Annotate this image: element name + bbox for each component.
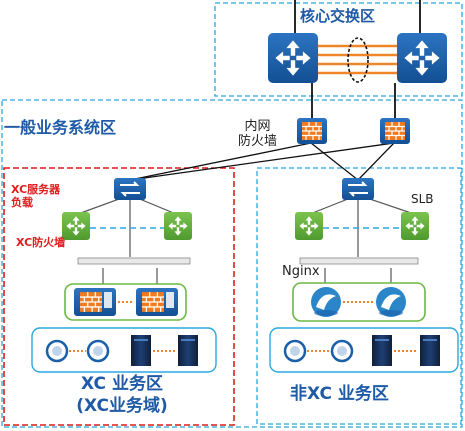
- server-rack-icon: [372, 335, 392, 366]
- xc-server-lb-switch-icon: [114, 178, 146, 200]
- non-xc-switch-icon: [342, 178, 374, 200]
- general-zone-frame: [1, 99, 463, 428]
- non-xc-zone-frame: [256, 167, 462, 425]
- core-zone-title: 核心交换区: [300, 7, 376, 25]
- link-aggregation-ring: [347, 37, 369, 83]
- xc-server-lb-label: XC服务器 负载: [11, 183, 61, 209]
- general-zone-title: 一般业务系统区: [4, 118, 117, 137]
- database-icon: [86, 339, 110, 363]
- nginx-server-right-icon: [376, 287, 406, 317]
- internal-firewall-label: 内网 防火墙: [238, 119, 278, 149]
- server-rack-icon: [178, 335, 198, 366]
- non-xc-zone-title: 非XC 业务区: [290, 384, 389, 404]
- xc-firewall-right-icon: [136, 288, 178, 316]
- core-zone-frame: [214, 2, 463, 97]
- non-xc-distribution-bar: [299, 257, 419, 265]
- slb-left-icon: [295, 212, 323, 240]
- xc-firewall-left-icon: [74, 288, 116, 316]
- core-switch-right-icon: [397, 33, 447, 83]
- nginx-label: Nginx: [282, 264, 320, 279]
- server-rack-icon: [131, 335, 151, 366]
- server-rack-icon: [420, 335, 440, 366]
- slb-label: SLB: [411, 192, 434, 206]
- xc-distribution-bar: [77, 257, 191, 265]
- internal-firewall-left-icon: [297, 118, 327, 144]
- non-xc-server-pool: [269, 327, 459, 373]
- xc-firewall-group: [64, 283, 187, 321]
- xc-firewall-label: XC防火墙: [16, 236, 66, 249]
- nginx-group: [292, 282, 426, 322]
- database-icon: [45, 339, 69, 363]
- xc-load-balancer-right-icon: [164, 212, 192, 240]
- core-switch-left-icon: [268, 33, 318, 83]
- internal-firewall-right-icon: [380, 118, 410, 144]
- xc-zone-subtitle: (XC业务域): [76, 396, 168, 416]
- nginx-server-left-icon: [311, 287, 341, 317]
- xc-zone-title: XC 业务区: [81, 374, 163, 394]
- database-icon: [283, 339, 307, 363]
- core-trunk-links: [318, 44, 398, 75]
- database-icon: [330, 339, 354, 363]
- xc-load-balancer-left-icon: [62, 212, 90, 240]
- xc-server-pool: [31, 327, 217, 373]
- slb-right-icon: [401, 212, 429, 240]
